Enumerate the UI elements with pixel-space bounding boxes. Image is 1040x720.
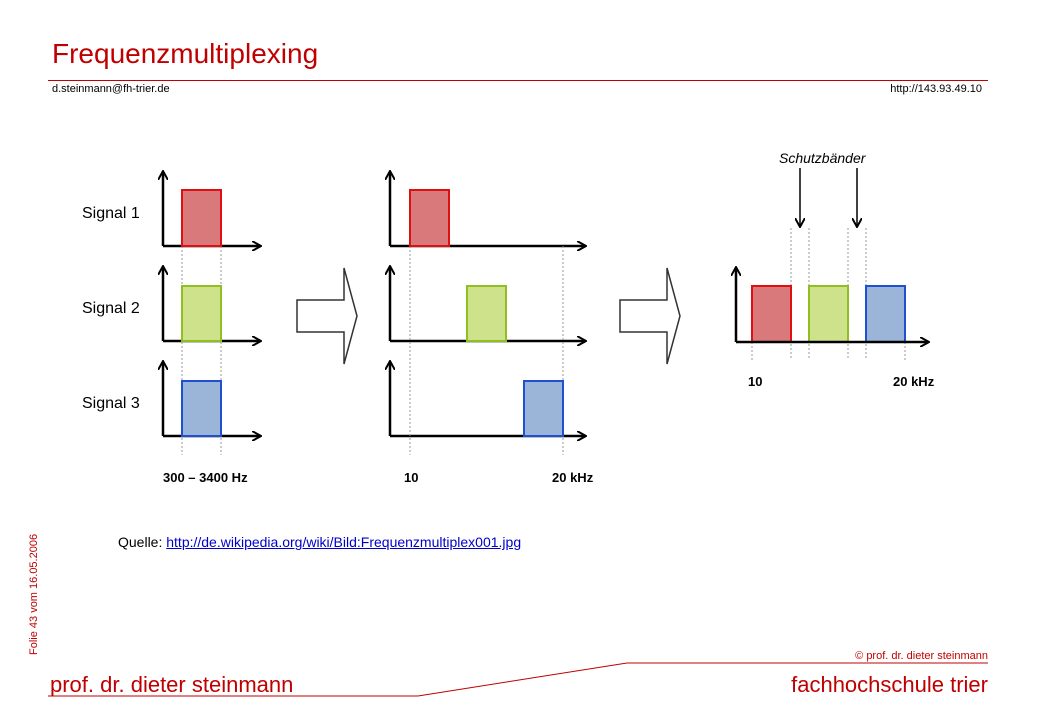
header-rule [48, 80, 988, 81]
left-signal-2-band [181, 285, 222, 342]
guard-band-label: Schutzbänder [779, 150, 867, 166]
author-name: prof. dr. dieter steinmann [50, 672, 294, 697]
school-name: fachhochschule trier [791, 672, 988, 697]
signal-2-label: Signal 2 [82, 300, 140, 317]
copyright-text: © prof. dr. dieter steinmann [855, 650, 988, 662]
source-line: Quelle: http://de.wikipedia.org/wiki/Bil… [118, 534, 521, 550]
right-axis-start-label: 10 [748, 374, 762, 389]
right-axis-end-label: 20 kHz [893, 374, 935, 389]
block-arrow-1 [296, 267, 358, 365]
guard-band-arrows [800, 168, 857, 226]
signal-3-label: Signal 3 [82, 395, 140, 412]
right-signal-1-band [751, 285, 792, 343]
left-signal-3-band [181, 380, 222, 437]
page-title: Frequenzmultiplexing [52, 38, 319, 69]
block-arrow-2 [619, 267, 681, 365]
middle-axis-start-label: 10 [404, 470, 418, 485]
left-range-label: 300 – 3400 Hz [163, 470, 248, 485]
author-url: http://143.93.49.10 [890, 83, 982, 95]
middle-signal-3-band [523, 380, 564, 437]
signal-1-label: Signal 1 [82, 205, 140, 222]
middle-signal-1-band [409, 189, 450, 247]
author-email: d.steinmann@fh-trier.de [52, 83, 170, 95]
middle-signal-2-band [466, 285, 507, 342]
source-link[interactable]: http://de.wikipedia.org/wiki/Bild:Freque… [166, 534, 522, 550]
middle-dotted-guides [409, 246, 564, 455]
right-signal-3-band [865, 285, 906, 343]
source-label: Quelle: [118, 534, 163, 550]
left-signal-1-band [181, 189, 222, 247]
right-axes [736, 268, 928, 342]
left-dotted-guides [181, 246, 222, 455]
right-signal-2-band [808, 285, 849, 343]
middle-axis-end-label: 20 kHz [552, 470, 594, 485]
